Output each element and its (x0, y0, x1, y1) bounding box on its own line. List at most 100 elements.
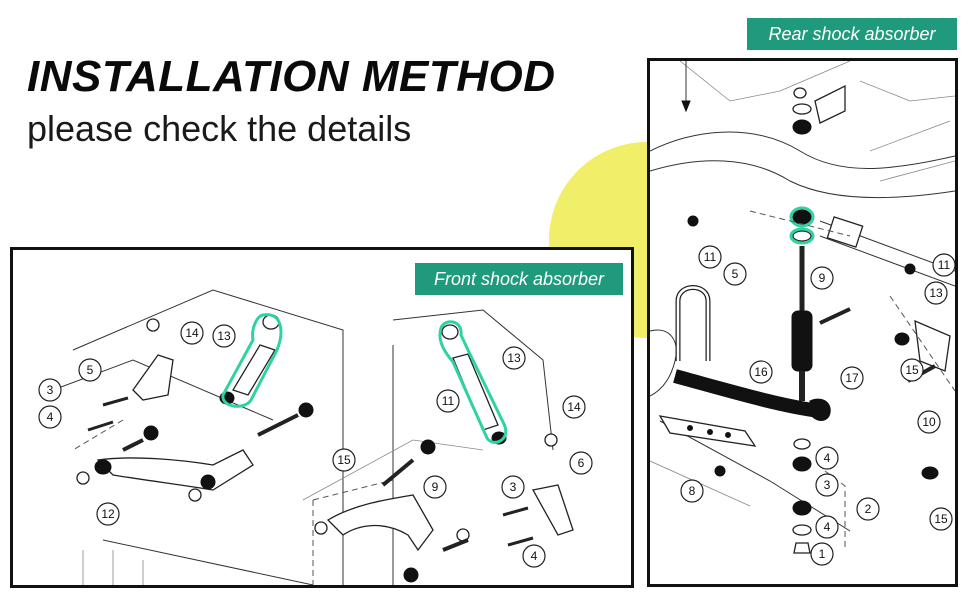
callout-bubble: 16 (749, 360, 773, 384)
nut (714, 465, 726, 477)
bushing (420, 439, 436, 455)
leader-line (312, 479, 394, 501)
frame-line (879, 160, 955, 182)
shock-body (791, 310, 813, 372)
callout-bubble: 4 (522, 544, 546, 568)
callout-bubble: 3 (38, 378, 62, 402)
bushing (143, 425, 159, 441)
callout-bubble: 13 (212, 324, 236, 348)
washer (792, 103, 812, 115)
highlight-outline (221, 313, 283, 408)
bushing (76, 471, 90, 485)
callout-bubble: 9 (423, 475, 447, 499)
svg-text:3: 3 (824, 478, 831, 492)
callout-bubble: 4 (815, 515, 839, 539)
bushing (921, 466, 939, 480)
svg-text:4: 4 (824, 520, 831, 534)
svg-text:14: 14 (567, 400, 581, 414)
callout-bubble: 15 (900, 358, 924, 382)
highlight-outline (789, 206, 815, 228)
plate-hole (687, 425, 693, 431)
page-subtitle: please check the details (27, 108, 412, 149)
washer (792, 230, 812, 242)
pivot-bolt (122, 438, 144, 452)
callout-bubble: 14 (562, 395, 586, 419)
nut (544, 433, 558, 447)
shock-body (232, 344, 276, 396)
front-shock-diagram: 14 13 5 3 4 12 11 13 14 6 15 9 3 4 (38, 289, 593, 585)
bushing (94, 459, 112, 475)
bolt (819, 307, 851, 325)
callout-bubble: 12 (96, 502, 120, 526)
plate-hole (707, 429, 713, 435)
frame-line (659, 420, 851, 532)
rear-shock-absorber-label: Rear shock absorber (747, 18, 957, 50)
pivot-bolt (442, 538, 469, 552)
bracket (826, 216, 864, 248)
highlight-outline (789, 227, 815, 245)
callout-bubble: 4 (38, 405, 62, 429)
callout-bubble: 6 (569, 451, 593, 475)
callout-bubble: 1 (810, 542, 834, 566)
svg-text:11: 11 (442, 394, 455, 408)
nut (793, 542, 811, 554)
spring-eye (809, 398, 831, 421)
svg-text:12: 12 (101, 507, 115, 521)
nut (904, 263, 916, 275)
callout-bubble: 13 (924, 281, 948, 305)
nut (793, 87, 807, 99)
svg-text:11: 11 (938, 258, 951, 272)
svg-text:3: 3 (47, 383, 54, 397)
leader-line (72, 419, 124, 451)
frame-line (819, 235, 955, 287)
bushing (792, 119, 812, 135)
bolt (102, 396, 129, 407)
svg-text:9: 9 (432, 480, 439, 494)
callout-bubble: 3 (501, 475, 525, 499)
svg-text:9: 9 (819, 271, 826, 285)
svg-text:15: 15 (337, 453, 351, 467)
leaf-spring (673, 369, 821, 418)
leader-line (824, 470, 846, 551)
callout-bubble: 5 (78, 358, 102, 382)
highlight-outline (438, 320, 508, 444)
leader-line (749, 210, 851, 237)
rear-shock-diagram-panel: 11 5 9 17 16 13 11 15 10 4 3 2 4 1 8 15 (647, 58, 958, 587)
svg-text:14: 14 (185, 326, 199, 340)
arrow-head (681, 100, 691, 113)
frame-line (302, 439, 484, 501)
callout-bubble: 9 (810, 266, 834, 290)
svg-text:6: 6 (578, 456, 585, 470)
svg-text:11: 11 (704, 250, 717, 264)
nut (687, 215, 699, 227)
bushing (792, 500, 812, 516)
pivot-bolt (381, 458, 415, 487)
svg-text:15: 15 (905, 363, 919, 377)
svg-text:3: 3 (510, 480, 517, 494)
lower-a-arm (326, 494, 434, 552)
frame-line (102, 539, 314, 585)
callout-bubble: 8 (680, 479, 704, 503)
callout-bubble: 10 (917, 410, 941, 434)
svg-text:15: 15 (934, 512, 948, 526)
callout-bubble: 2 (856, 497, 880, 521)
washer (793, 438, 811, 450)
frame-line (650, 131, 955, 169)
frame-line (72, 289, 344, 585)
svg-text:4: 4 (824, 451, 831, 465)
svg-text:2: 2 (865, 502, 872, 516)
bushing (188, 488, 202, 502)
u-bolt-inner (676, 286, 710, 361)
callout-bubble: 13 (502, 346, 526, 370)
bushing (314, 521, 328, 535)
svg-text:4: 4 (531, 549, 538, 563)
svg-text:10: 10 (922, 415, 936, 429)
axle-housing (650, 329, 677, 397)
callout-bubble: 4 (815, 446, 839, 470)
svg-text:13: 13 (929, 286, 943, 300)
rear-shock-diagram: 11 5 9 17 16 13 11 15 10 4 3 2 4 1 8 15 (650, 61, 955, 566)
callout-bubble: 11 (698, 245, 722, 269)
callout-bubble: 15 (929, 507, 953, 531)
svg-text:13: 13 (507, 351, 521, 365)
svg-text:16: 16 (754, 365, 768, 379)
